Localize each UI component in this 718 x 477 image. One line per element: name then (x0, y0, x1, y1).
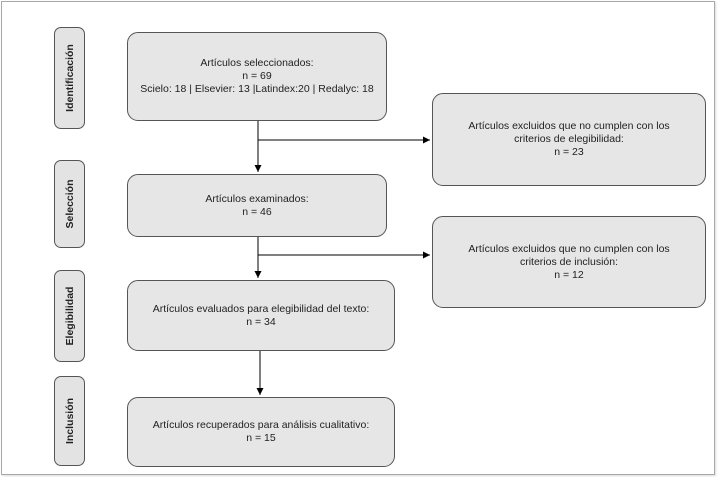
stage-inclusion: Inclusión (54, 376, 85, 466)
box-articulos-recuperados: Artículos recuperados para análisis cual… (127, 397, 395, 467)
excluidos-elegibilidad-count: n = 23 (554, 146, 584, 158)
stage-inclusion-label: Inclusión (63, 397, 76, 445)
stage-seleccion-label: Selección (63, 179, 76, 229)
box-excluidos-elegibilidad: Artículos excluidos que no cumplen con l… (432, 93, 706, 186)
seleccionados-count: n = 69 (242, 70, 272, 82)
seleccionados-title: Artículos seleccionados: (200, 57, 314, 69)
recuperados-count: n = 15 (246, 432, 276, 444)
excluidos-inclusion-count: n = 12 (554, 268, 584, 281)
stage-elegibilidad: Elegibilidad (54, 270, 85, 362)
box-excluidos-inclusion: Artículos excluidos que no cumplen con l… (432, 216, 706, 308)
stage-elegibilidad-label: Elegibilidad (63, 286, 76, 346)
box-articulos-examinados: Artículos examinados: n = 46 (127, 174, 387, 237)
box-articulos-seleccionados: Artículos seleccionados: n = 69 Scielo: … (127, 32, 387, 121)
excluidos-elegibilidad-line1: Artículos excluidos que no cumplen con l… (468, 120, 670, 132)
examinados-title: Artículos examinados: (205, 192, 309, 205)
stage-seleccion: Selección (54, 160, 85, 248)
box-articulos-evaluados: Artículos evaluados para elegibilidad de… (127, 280, 395, 351)
stage-identificacion-label: Identificación (63, 44, 76, 112)
evaluados-title: Artículos evaluados para elegibilidad de… (152, 302, 370, 315)
examinados-count: n = 46 (242, 205, 272, 218)
excluidos-elegibilidad-line2: criterios de elegibilidad: (514, 133, 624, 145)
evaluados-count: n = 34 (246, 315, 276, 328)
excluidos-inclusion-line1: Artículos excluidos que no cumplen con l… (468, 242, 670, 255)
stage-identificacion: Identificación (54, 27, 85, 129)
excluidos-inclusion-line2: criterios de inclusión: (519, 255, 619, 268)
recuperados-title: Artículos recuperados para análisis cual… (152, 419, 370, 431)
seleccionados-sources: Scielo: 18 | Elsevier: 13 |Latindex:20 |… (140, 83, 374, 95)
